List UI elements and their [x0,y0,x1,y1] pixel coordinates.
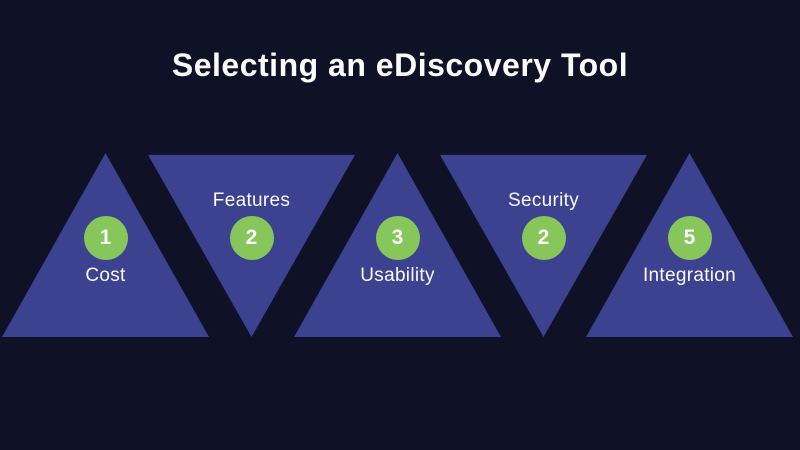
step-label: Features [212,190,291,211]
step-number-badge: 1 [83,216,128,260]
step-number-badge: 3 [375,216,420,260]
step-label: Cost [85,265,126,286]
page-title: Selecting an eDiscovery Tool [171,47,629,83]
step-group-features: Features 2 [148,153,355,337]
step-label: Integration [642,265,737,286]
step-number-badge: 5 [667,216,712,260]
step-label: Usability [360,265,435,286]
step-number-badge: 2 [521,216,566,260]
step-group-integration: 5 Integration [586,153,793,337]
step-label: Security [507,190,580,211]
step-number-badge: 2 [229,216,274,260]
